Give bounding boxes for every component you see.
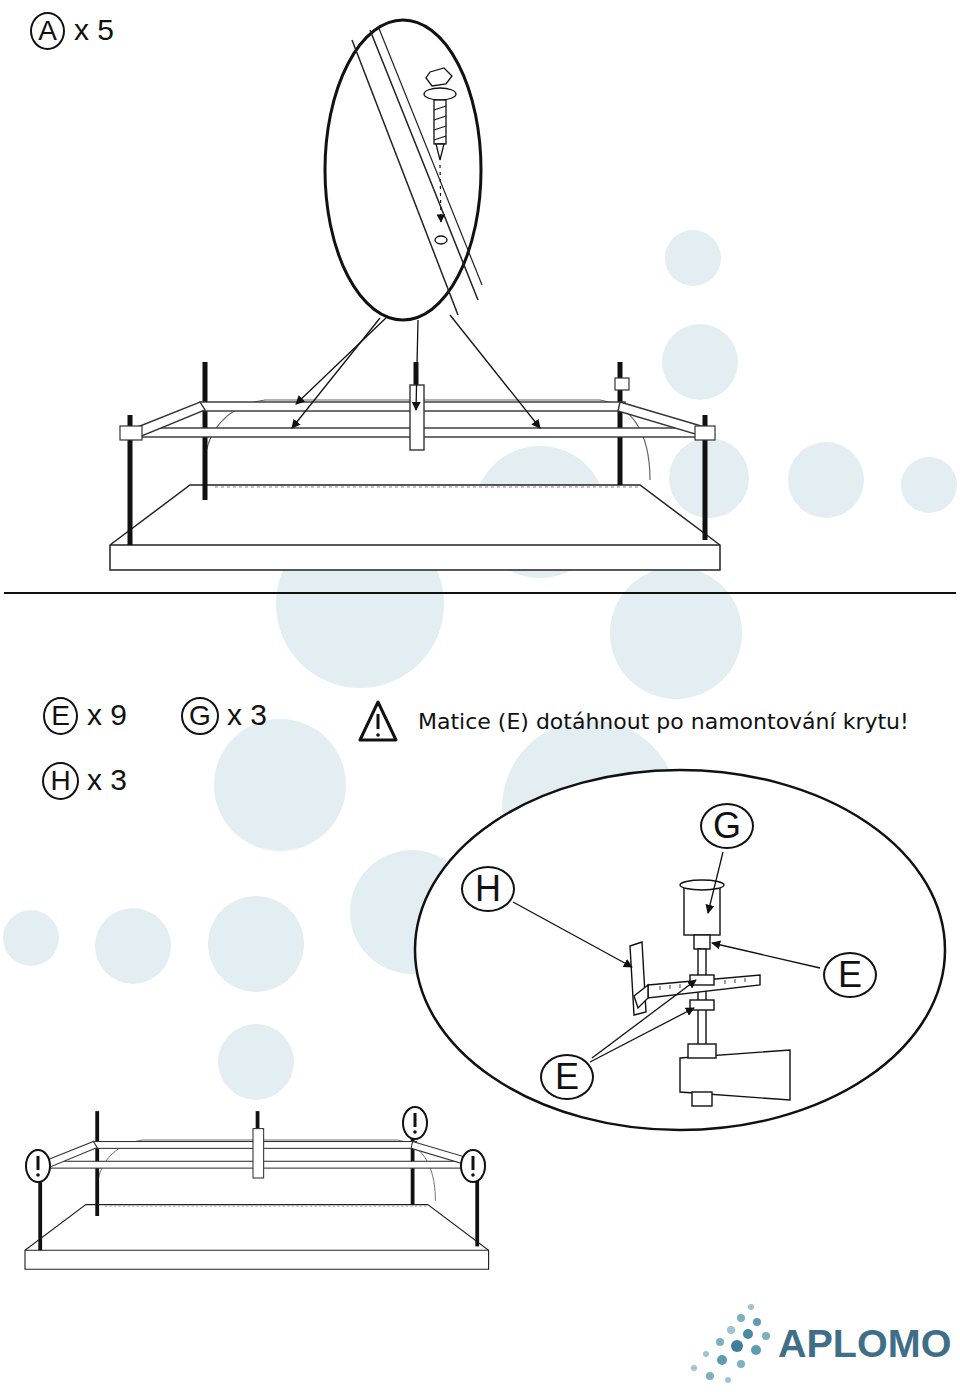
callout-letter: H bbox=[461, 866, 515, 912]
warning-note: Matice (E) dotáhnout po namontování kryt… bbox=[418, 710, 909, 734]
letter-text: E bbox=[838, 957, 862, 993]
part-letter: H bbox=[42, 762, 79, 800]
part-letter: A bbox=[30, 12, 65, 50]
quantity: x 9 bbox=[87, 698, 127, 731]
brand-logo: APLOMO bbox=[778, 1322, 951, 1365]
callout-letter: G bbox=[700, 803, 754, 849]
part-letter: G bbox=[181, 697, 219, 735]
quantity: x 3 bbox=[87, 763, 127, 796]
quantity: x 3 bbox=[227, 698, 267, 731]
letter-text: H bbox=[475, 871, 501, 907]
letter-text: E bbox=[555, 1059, 579, 1095]
letter-text: G bbox=[713, 808, 741, 844]
callout-letter: E bbox=[540, 1054, 594, 1100]
quantity: x 5 bbox=[74, 13, 114, 46]
letter-text: E bbox=[51, 702, 70, 730]
part-letter: E bbox=[43, 697, 78, 735]
letter-text: A bbox=[38, 17, 57, 45]
letter-text: H bbox=[50, 767, 70, 795]
letter-text: G bbox=[189, 702, 211, 730]
callout-letter: E bbox=[823, 952, 877, 998]
